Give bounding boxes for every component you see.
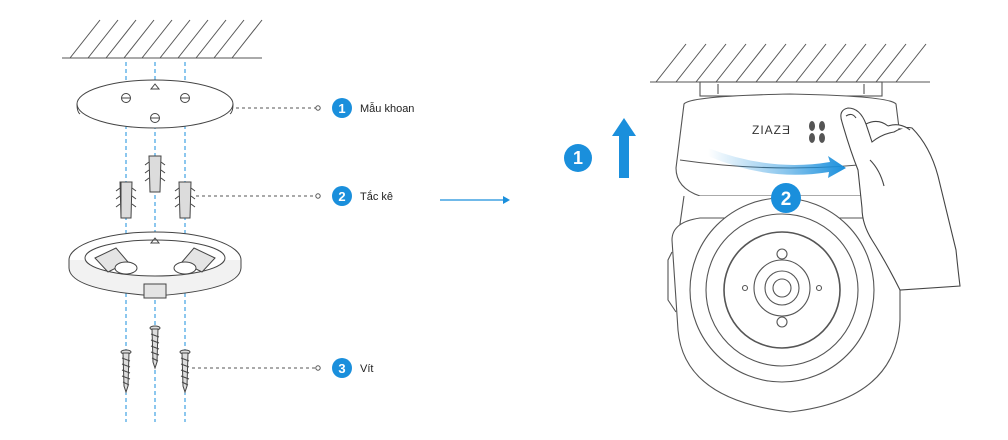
step-number: 2 (781, 189, 792, 210)
callout-number: 1 (338, 101, 345, 116)
step-number: 1 (573, 148, 583, 168)
step-2-marker: 2 (771, 183, 801, 213)
callout-label: Mẫu khoan (360, 102, 414, 115)
callout-screws: 3 Vít (332, 358, 373, 378)
arrow-up-icon (612, 118, 636, 178)
callout-number-badge (332, 358, 352, 378)
screw (179, 349, 191, 394)
ptz-camera (667, 81, 905, 413)
screw (149, 325, 161, 370)
exploded-mount-view: 1 Mẫu khoan 2 Tắc kê 3 Vít (62, 19, 414, 422)
screw (120, 349, 132, 394)
hand-icon (840, 107, 961, 291)
callout-number-badge (332, 186, 352, 206)
callout-wall-anchors: 2 Tắc kê (332, 186, 393, 206)
ceiling-left (62, 19, 263, 59)
brand-logo: ZIAZƎ (752, 121, 825, 143)
wall-anchors (115, 155, 196, 219)
step-number-badge (564, 144, 592, 172)
callout-number: 3 (338, 361, 345, 376)
callout-leaders (192, 107, 316, 369)
screws (120, 325, 191, 394)
arrow-right-icon (440, 196, 510, 204)
callout-number: 2 (338, 189, 345, 204)
ceiling-right (650, 43, 930, 83)
step-number-badge (771, 183, 801, 213)
drill-template (76, 79, 234, 129)
wall-anchor (174, 181, 196, 219)
brand-logo-text: ZIAZƎ (752, 123, 791, 137)
rotate-arrow-icon (708, 148, 846, 178)
callout-label: Vít (360, 363, 373, 375)
camera-install-view: ZIAZƎ 1 (564, 43, 961, 413)
wall-anchor (115, 181, 137, 219)
mounting-base (68, 231, 242, 299)
callout-label: Tắc kê (360, 190, 393, 203)
callout-drill-template: 1 Mẫu khoan (332, 98, 414, 118)
wall-anchor (144, 155, 166, 193)
fan-logo-icon (809, 121, 825, 143)
step-1-marker: 1 (564, 118, 636, 178)
callout-number-badge (332, 98, 352, 118)
